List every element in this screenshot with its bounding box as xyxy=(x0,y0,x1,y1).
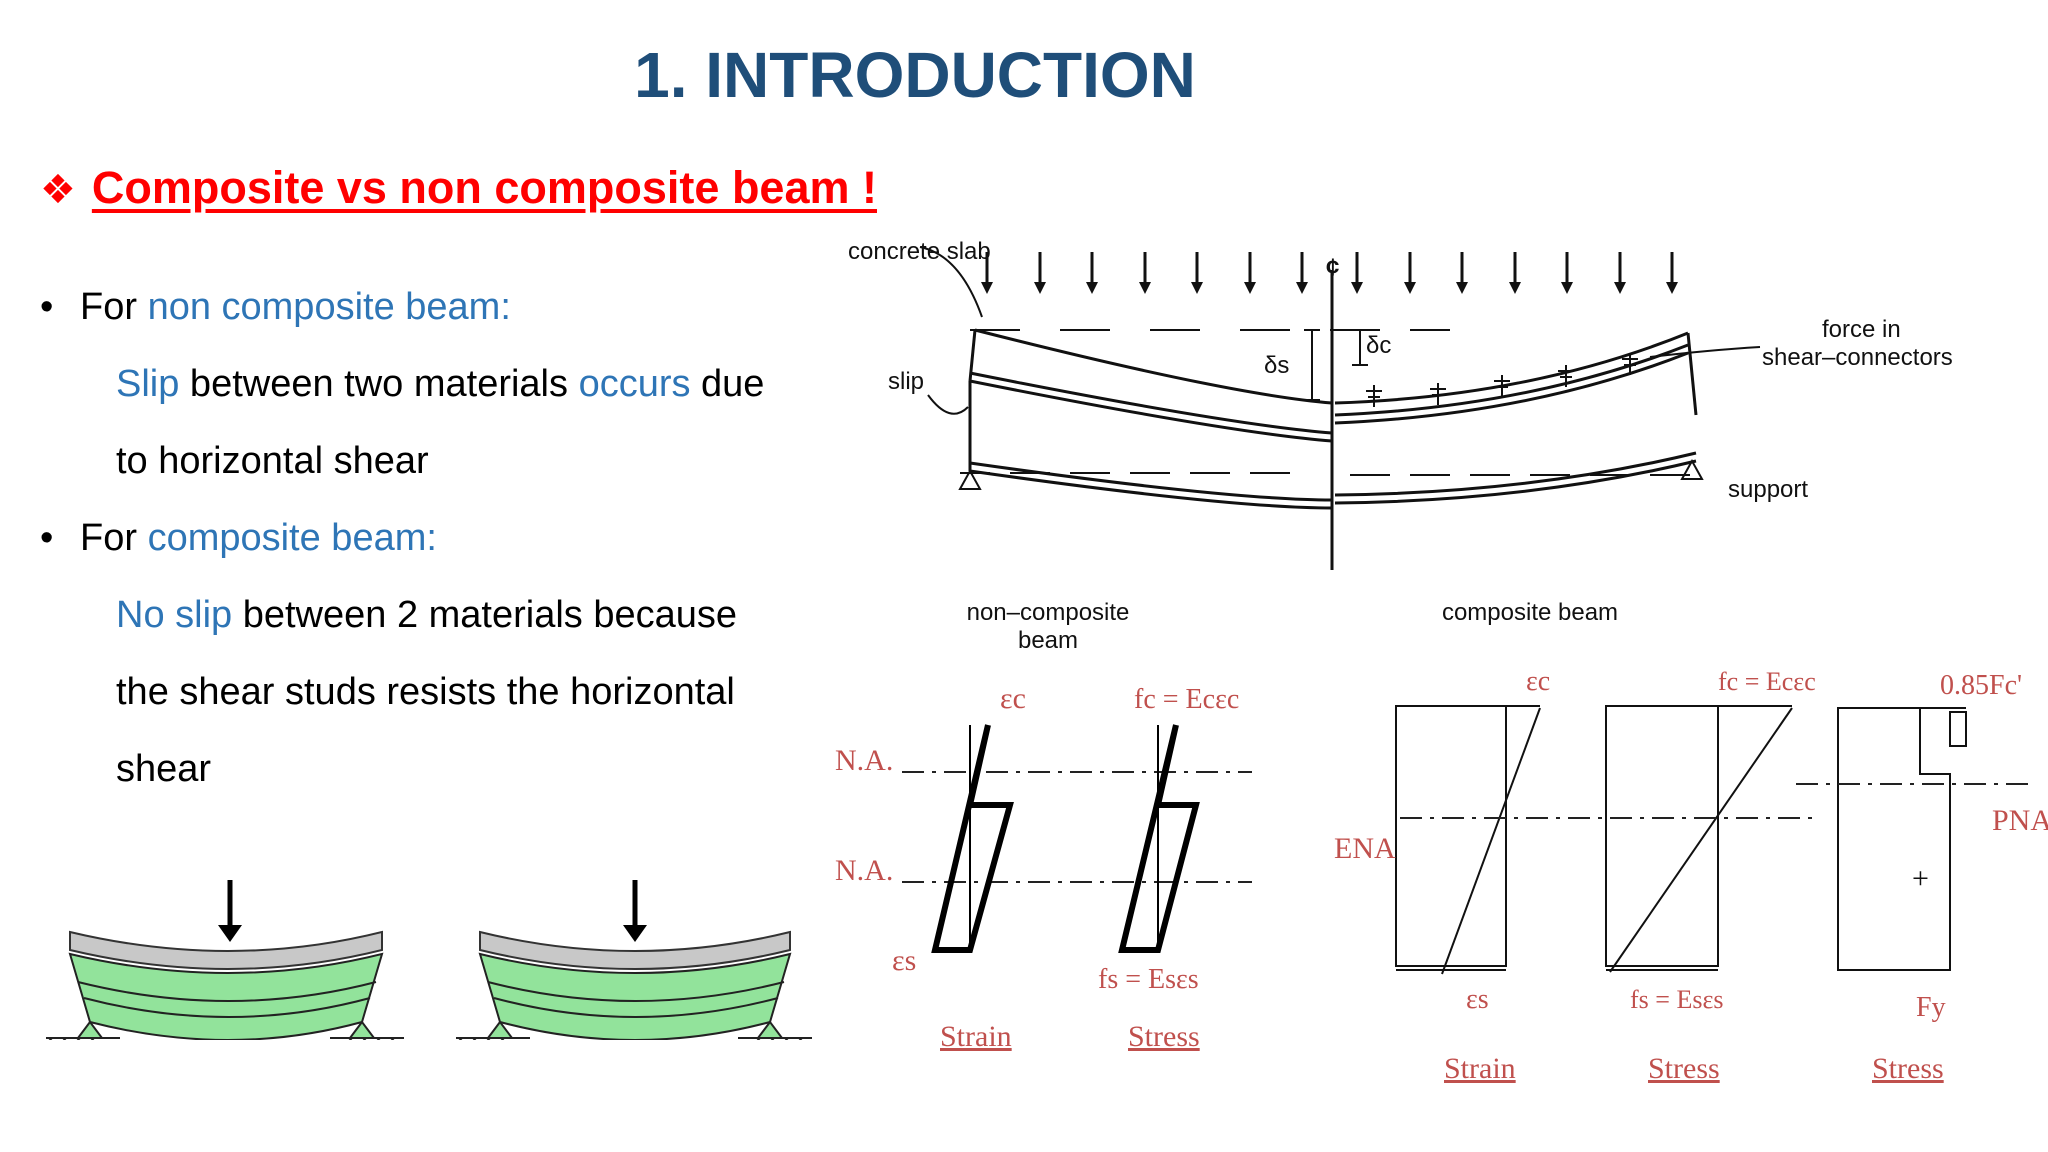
section-heading-text: Composite vs non composite beam ! xyxy=(91,162,877,213)
strain-zigzag xyxy=(931,724,1014,953)
label-plus: + xyxy=(1912,862,1929,895)
label-na-upper: N.A. xyxy=(835,744,893,777)
text-run: between two materials xyxy=(179,363,579,405)
caption-strain: Strain xyxy=(940,1020,1012,1053)
support-icon xyxy=(1680,458,1704,480)
text-run: occurs xyxy=(578,363,691,405)
composite-beam-graphic xyxy=(456,880,812,1040)
bullet-highlight: composite beam: xyxy=(147,517,437,559)
label-delta-s: δs xyxy=(1264,352,1289,379)
label-plastic-top: 0.85Fc' xyxy=(1940,670,2022,701)
noncomposite-stress-diagram: non–composite beam εc fc = Ecεc N.A. N.A… xyxy=(835,599,1252,1053)
heading-beam: beam xyxy=(1018,627,1078,654)
label-stress-top: fc = Ecεc xyxy=(1718,667,1816,696)
caption-strain: Strain xyxy=(1444,1052,1516,1085)
bullet-line: shear xyxy=(116,748,211,791)
diamond-bullet-icon: ❖ xyxy=(40,168,76,212)
caption-stress: Stress xyxy=(1128,1020,1200,1053)
caption-stress-plastic: Stress xyxy=(1872,1052,1944,1085)
label-strain-top: εc xyxy=(1526,666,1550,697)
bending-beams-illustration xyxy=(46,880,812,1040)
label-stress-bottom: fs = Esεs xyxy=(1630,985,1723,1014)
label-support: support xyxy=(1728,476,1808,503)
label-pna: PNA xyxy=(1992,804,2048,837)
text-run: shear xyxy=(116,748,212,790)
caption-stress: Stress xyxy=(1648,1052,1720,1085)
stress-line xyxy=(1609,707,1793,973)
label-force: force in xyxy=(1822,316,1901,343)
bullet-line: the shear studs resists the horizontal xyxy=(116,671,735,714)
label-stress-top: fc = Ecεc xyxy=(1134,684,1239,715)
heading-composite-beam: composite beam xyxy=(1442,599,1618,626)
label-delta-c: δc xyxy=(1366,332,1391,359)
text-run: Slip xyxy=(116,363,180,405)
text-run: due xyxy=(690,363,765,405)
bullet-prefix: For xyxy=(80,286,148,328)
stress-block xyxy=(1605,705,1719,967)
bullet-prefix: For xyxy=(80,517,148,559)
label-shear-connectors: shear–connectors xyxy=(1762,344,1953,371)
text-run: between 2 materials because xyxy=(232,594,738,636)
label-centerline: ¢ xyxy=(1326,254,1339,281)
label-stress-bottom: fs = Esεs xyxy=(1098,964,1199,995)
slide-title: 1. INTRODUCTION xyxy=(634,39,1196,111)
label-strain-top: εc xyxy=(1000,682,1026,715)
steel-beam-shape xyxy=(68,952,384,1040)
label-slip: slip xyxy=(888,368,924,395)
noncomposite-beam-graphic xyxy=(46,880,404,1040)
support-icon xyxy=(958,468,982,490)
load-arrows xyxy=(985,252,1674,290)
label-concrete-slab: concrete slab xyxy=(848,238,991,265)
bullet-line: No slip between 2 materials because xyxy=(116,594,737,637)
bullet-line: to horizontal shear xyxy=(116,440,429,483)
label-strain-bottom: εs xyxy=(892,944,916,977)
label-strain-bottom: εs xyxy=(1466,984,1489,1015)
bullet-icon: • xyxy=(40,517,54,559)
bullet-line: Slip between two materials occurs due xyxy=(116,363,764,406)
text-run: No slip xyxy=(116,594,233,636)
section-heading: ❖ Composite vs non composite beam ! xyxy=(40,162,877,214)
composite-stress-diagram: composite beam εc fc = Ecεc 0.85Fc' ENA … xyxy=(1334,599,2048,1085)
bullet-composite: • For composite beam: xyxy=(40,517,437,560)
strain-line xyxy=(1441,707,1541,975)
text-run: the shear studs resists the horizontal xyxy=(116,671,735,713)
label-ena: ENA xyxy=(1334,832,1396,865)
bullet-highlight: non composite beam: xyxy=(147,286,511,328)
heading-noncomposite: non–composite xyxy=(967,599,1130,626)
label-na-lower: N.A. xyxy=(835,854,893,887)
shear-stud-icons xyxy=(1366,353,1638,407)
plastic-stress-block xyxy=(1837,707,1951,971)
stress-zigzag xyxy=(1118,724,1200,953)
label-fy: Fy xyxy=(1916,992,1946,1023)
bullet-icon: • xyxy=(40,286,54,328)
beam-deflection-diagram: concrete slab ¢ slip δs δc force in shea… xyxy=(848,238,1953,570)
text-run: to horizontal shear xyxy=(116,440,429,482)
slab-shape xyxy=(69,930,383,970)
bullet-noncomposite: • For non composite beam: xyxy=(40,286,511,329)
strain-block xyxy=(1395,705,1507,967)
